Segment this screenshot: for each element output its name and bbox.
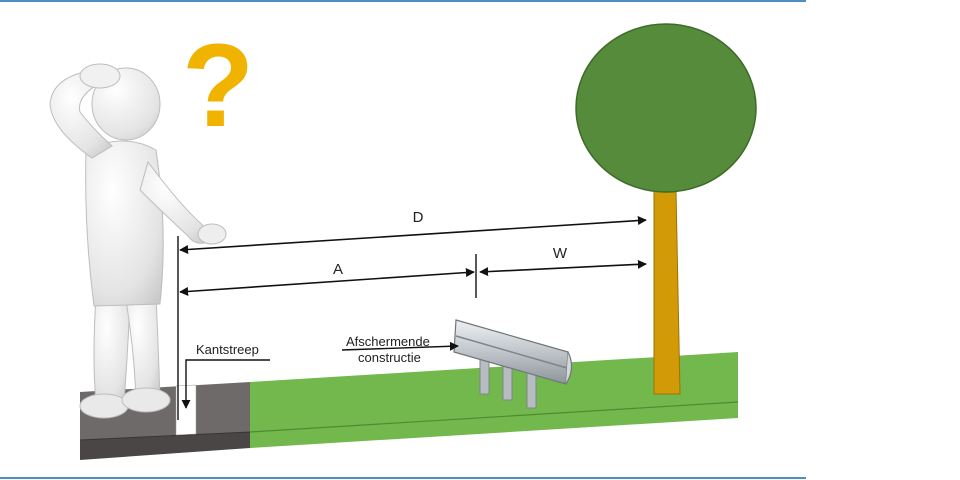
- dimension-d-label: D: [413, 209, 424, 226]
- edge-line-pointer: [181, 359, 270, 409]
- barrier-label-line1: Afschermende: [346, 334, 430, 349]
- edge-line-marking: [175, 384, 197, 436]
- edge-line-label: Kantstreep: [196, 342, 259, 357]
- barrier-label-line2: constructie: [358, 350, 421, 365]
- dimension-a-label: A: [333, 261, 343, 278]
- dimension-d-arrow: [179, 216, 647, 254]
- barrier-pointer: [341, 341, 459, 351]
- question-mark: ?: [182, 20, 254, 152]
- grass-verge: [249, 352, 739, 448]
- guardrail-icon: [453, 319, 573, 409]
- dimension-a-arrow: [179, 268, 475, 296]
- dimension-w-label: W: [553, 245, 568, 262]
- dimension-w-arrow: [479, 259, 647, 277]
- tree-icon: [575, 23, 757, 395]
